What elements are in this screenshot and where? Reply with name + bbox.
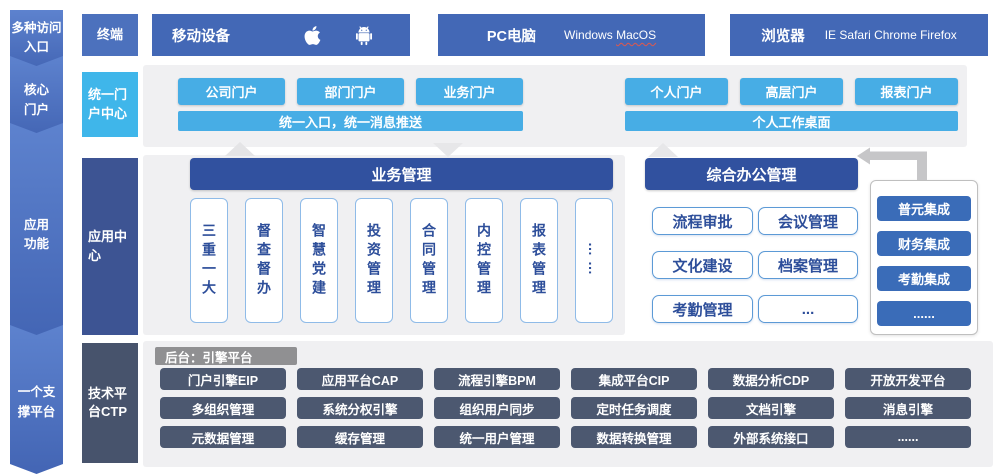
- tech-button-open-platform: 开放开发平台: [845, 368, 971, 390]
- tech-button-cap: 应用平台CAP: [297, 368, 423, 390]
- business-card-sanzhongyida: 三重一大: [190, 198, 228, 323]
- tech-button-more: ......: [845, 426, 971, 448]
- business-card-contract: 合同管理: [410, 198, 448, 323]
- business-card-report: 报表管理: [520, 198, 558, 323]
- business-header: 业务管理: [190, 158, 613, 190]
- integration-button-more: ......: [877, 301, 971, 326]
- portal-button-department: 部门门户: [297, 78, 404, 105]
- integration-button-primeton: 普元集成: [877, 196, 971, 221]
- office-button-archive: 档案管理: [758, 251, 858, 279]
- mobile-title: 移动设备: [172, 28, 230, 45]
- tech-button-authority-engine: 系统分权引擎: [297, 397, 423, 419]
- portal-button-report: 报表门户: [855, 78, 958, 105]
- portal-button-business: 业务门户: [416, 78, 523, 105]
- tech-button-doc-engine: 文档引擎: [708, 397, 834, 419]
- tech-button-message-engine: 消息引擎: [845, 397, 971, 419]
- portal-personal-desktop-bar: 个人工作桌面: [625, 111, 958, 131]
- rail-segment-platform: 一个支 撑平台: [10, 325, 63, 474]
- tech-button-org-user-sync: 组织用户同步: [434, 397, 560, 419]
- business-card-supervision: 督查督办: [245, 198, 283, 323]
- side-label-app-center: 应用中心: [82, 158, 138, 335]
- tech-button-bpm: 流程引擎BPM: [434, 368, 560, 390]
- tech-backend-tag: 后台：引擎平台: [155, 347, 297, 365]
- integration-button-attendance: 考勤集成: [877, 266, 971, 291]
- business-card-more: ……: [575, 198, 613, 323]
- terminal-pc-bar: PC电脑 Windows MacOS: [438, 14, 705, 56]
- rail-segment-portal: 核心 门户: [10, 56, 63, 139]
- office-header: 综合办公管理: [645, 158, 858, 190]
- pc-title: PC电脑: [486, 28, 537, 45]
- office-button-attendance: 考勤管理: [652, 295, 753, 323]
- browser-title: 浏览器: [761, 28, 805, 45]
- portal-button-company: 公司门户: [178, 78, 285, 105]
- terminal-mobile-bar: 移动设备: [152, 14, 410, 56]
- left-bend-arrow: [857, 147, 927, 180]
- side-label-terminal: 终端: [82, 14, 138, 56]
- tech-button-multi-org: 多组织管理: [160, 397, 286, 419]
- office-button-culture: 文化建设: [652, 251, 753, 279]
- tech-button-unified-user: 统一用户管理: [434, 426, 560, 448]
- business-card-internal-control: 内控管理: [465, 198, 503, 323]
- tech-button-external-api: 外部系统接口: [708, 426, 834, 448]
- tech-button-task-scheduler: 定时任务调度: [571, 397, 697, 419]
- pc-os-macos: MacOS: [616, 28, 657, 42]
- office-button-process-approval: 流程审批: [652, 207, 753, 235]
- business-card-investment: 投资管理: [355, 198, 393, 323]
- tech-button-cip: 集成平台CIP: [571, 368, 697, 390]
- side-label-tech-platform: 技术平台CTP: [82, 343, 138, 463]
- tech-button-cache: 缓存管理: [297, 426, 423, 448]
- pc-os-list: Windows MacOS: [564, 28, 656, 42]
- rail-segment-apps: 应用 功能: [10, 123, 63, 341]
- pc-os-windows: Windows: [564, 28, 613, 42]
- office-button-more: ...: [758, 295, 858, 323]
- integration-button-finance: 财务集成: [877, 231, 971, 256]
- android-icon: [351, 22, 377, 48]
- portal-button-executive: 高层门户: [740, 78, 843, 105]
- side-label-portal-center: 统一门户中心: [82, 72, 138, 137]
- terminal-browser-bar: 浏览器 IE Safari Chrome Firefox: [730, 14, 988, 56]
- browser-list: IE Safari Chrome Firefox: [824, 28, 957, 42]
- tech-button-data-transform: 数据转换管理: [571, 426, 697, 448]
- portal-unified-entry-bar: 统一入口，统一消息推送: [178, 111, 523, 131]
- office-button-meeting: 会议管理: [758, 207, 858, 235]
- business-card-smart-party: 智慧党建: [300, 198, 338, 323]
- portal-button-personal: 个人门户: [625, 78, 728, 105]
- tech-button-eip: 门户引擎EIP: [160, 368, 286, 390]
- tech-button-metadata: 元数据管理: [160, 426, 286, 448]
- tech-button-cdp: 数据分析CDP: [708, 368, 834, 390]
- apple-icon: [300, 23, 325, 48]
